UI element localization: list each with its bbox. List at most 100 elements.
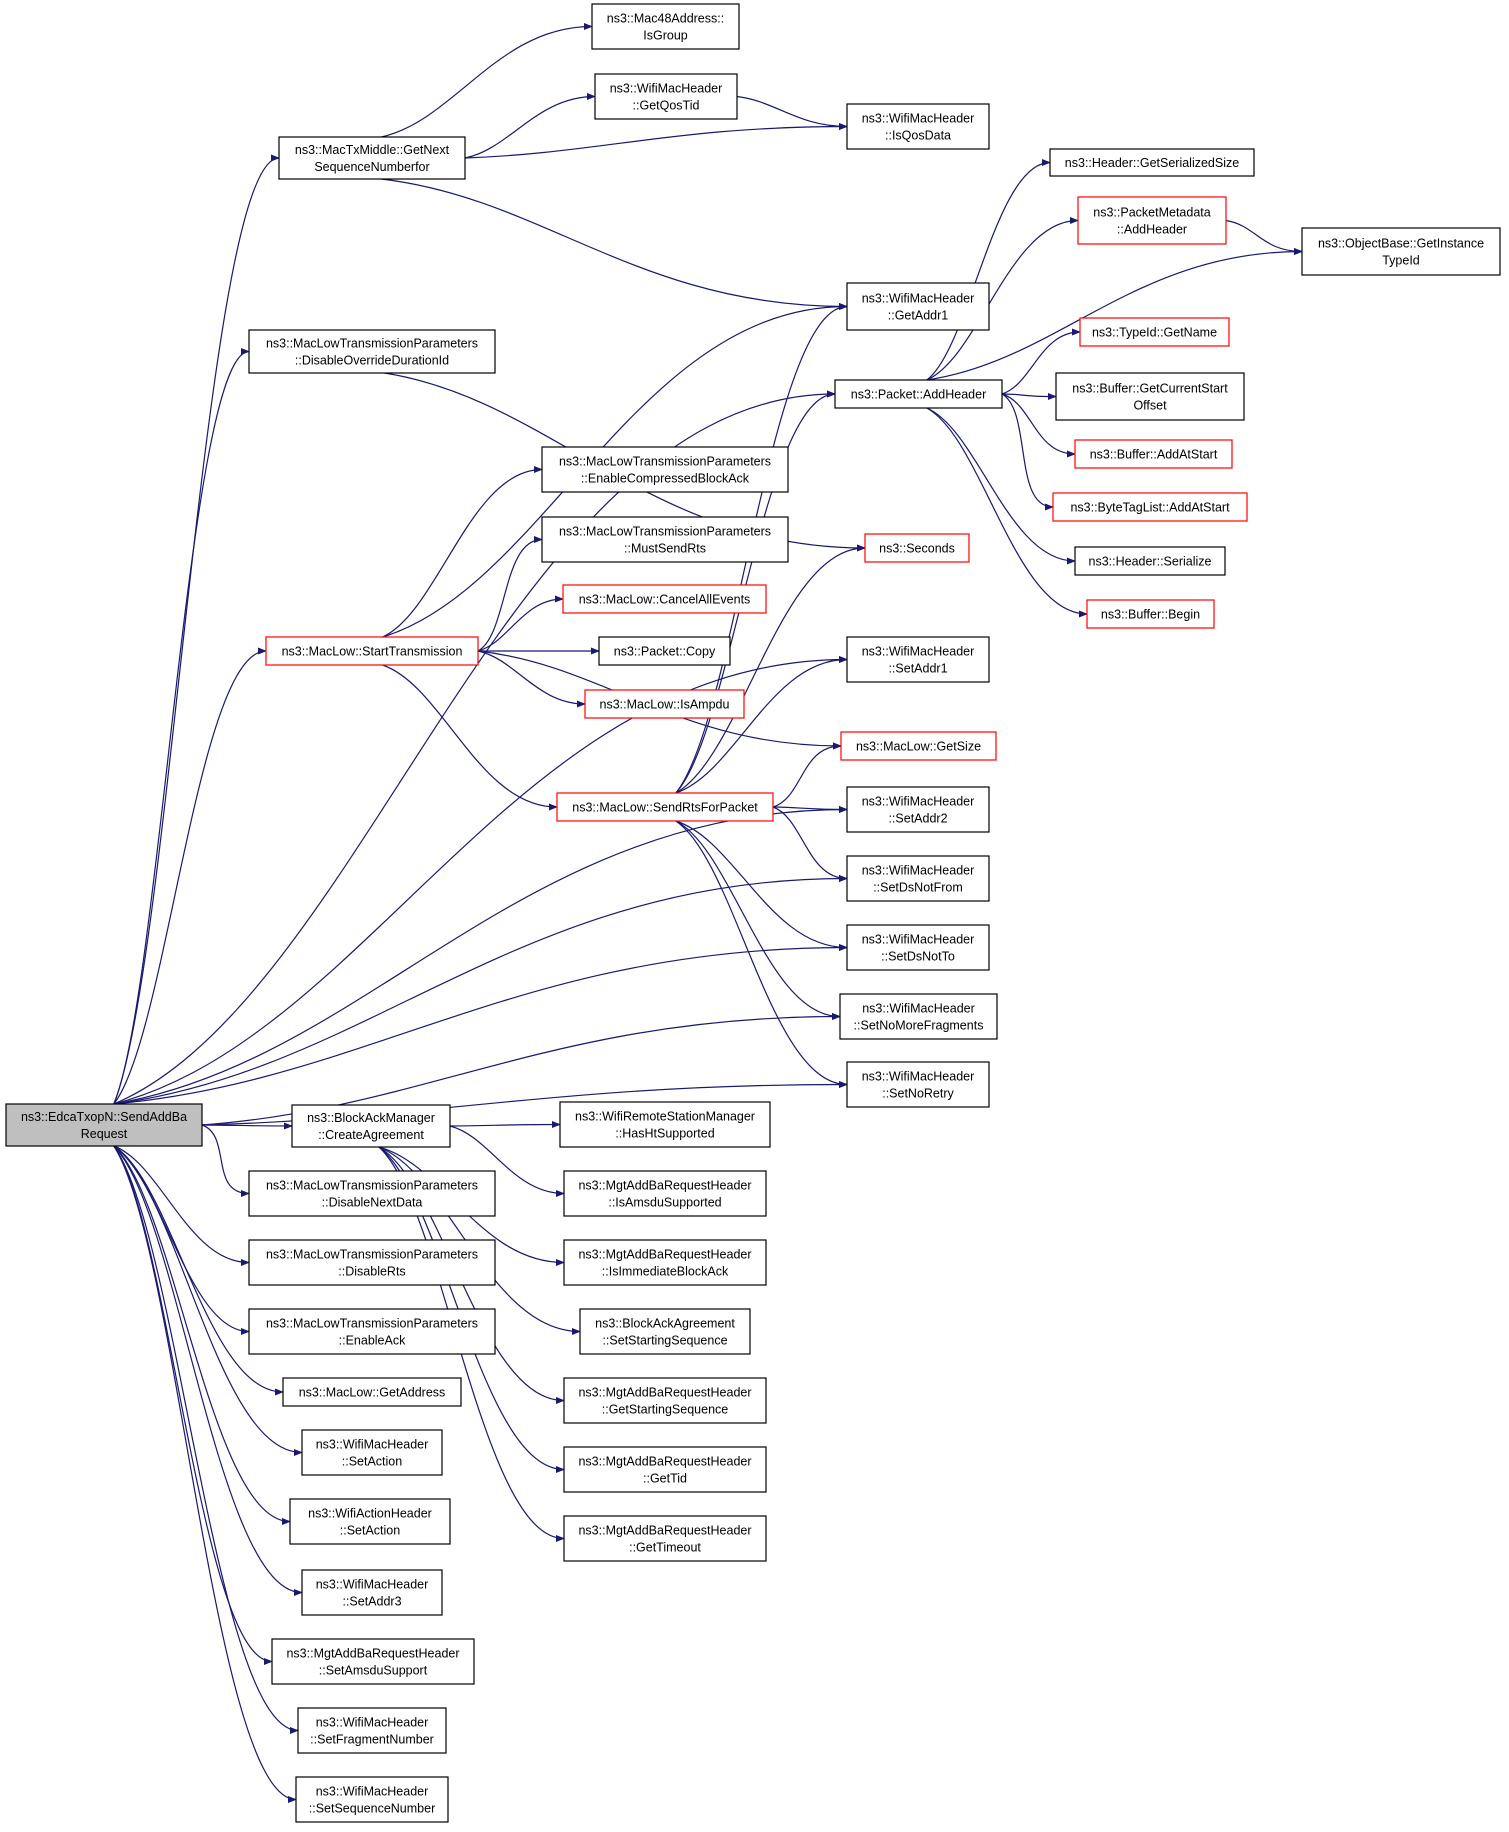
node-box[interactable]	[579, 1308, 751, 1355]
node-box[interactable]	[271, 1638, 475, 1685]
node-getsize[interactable]: ns3::MacLow::GetSize	[840, 731, 997, 761]
node-disableoverride[interactable]: ns3::MacLowTransmissionParameters::Disab…	[248, 329, 496, 374]
node-setnoretry[interactable]: ns3::WifiMacHeader::SetNoRetry	[846, 1061, 990, 1108]
node-isqosdata[interactable]: ns3::WifiMacHeader::IsQosData	[846, 103, 990, 150]
node-box[interactable]	[846, 1061, 990, 1108]
node-gettid[interactable]: ns3::MgtAddBaRequestHeader::GetTid	[563, 1446, 767, 1493]
node-box[interactable]	[834, 379, 1003, 409]
node-buffer_begin[interactable]: ns3::Buffer::Begin	[1086, 599, 1215, 629]
node-isgroup[interactable]: ns3::Mac48Address::IsGroup	[591, 3, 740, 50]
node-box[interactable]	[5, 1103, 203, 1147]
node-setaddr1[interactable]: ns3::WifiMacHeader::SetAddr1	[846, 636, 990, 683]
node-box[interactable]	[584, 689, 745, 719]
node-box[interactable]	[563, 1170, 767, 1217]
node-getaddress[interactable]: ns3::MacLow::GetAddress	[282, 1377, 462, 1407]
node-box[interactable]	[556, 792, 774, 822]
node-box[interactable]	[248, 1239, 496, 1286]
node-box[interactable]	[864, 533, 970, 563]
node-seconds[interactable]: ns3::Seconds	[864, 533, 970, 563]
node-box[interactable]	[297, 1707, 447, 1754]
node-box[interactable]	[846, 786, 990, 833]
node-starttransmission[interactable]: ns3::MacLow::StartTransmission	[265, 636, 479, 666]
node-box[interactable]	[1086, 599, 1215, 629]
node-box[interactable]	[1077, 196, 1227, 245]
node-pm_addheader[interactable]: ns3::PacketMetadata::AddHeader	[1077, 196, 1227, 245]
node-box[interactable]	[282, 1377, 462, 1407]
node-box[interactable]	[541, 446, 789, 493]
node-box[interactable]	[563, 1239, 767, 1286]
node-box[interactable]	[1301, 227, 1501, 276]
node-setaddr2[interactable]: ns3::WifiMacHeader::SetAddr2	[846, 786, 990, 833]
node-box[interactable]	[248, 1308, 496, 1355]
node-enableack[interactable]: ns3::MacLowTransmissionParameters::Enabl…	[248, 1308, 496, 1355]
node-mustsendrts[interactable]: ns3::MacLowTransmissionParameters::MustS…	[541, 516, 789, 563]
node-box[interactable]	[301, 1569, 443, 1616]
node-disablenextdata[interactable]: ns3::MacLowTransmissionParameters::Disab…	[248, 1170, 496, 1217]
node-box[interactable]	[563, 1446, 767, 1493]
node-setamsdusupport[interactable]: ns3::MgtAddBaRequestHeader::SetAmsduSupp…	[271, 1638, 475, 1685]
node-setdsnotfrom[interactable]: ns3::WifiMacHeader::SetDsNotFrom	[846, 855, 990, 902]
node-packet_copy[interactable]: ns3::Packet::Copy	[598, 636, 731, 666]
node-box[interactable]	[541, 516, 789, 563]
node-getaddr1[interactable]: ns3::WifiMacHeader::GetAddr1	[846, 282, 990, 331]
node-box[interactable]	[591, 3, 740, 50]
node-box[interactable]	[1074, 439, 1233, 469]
node-box[interactable]	[563, 1515, 767, 1562]
node-box[interactable]	[594, 73, 738, 120]
node-sendrtsforpacket[interactable]: ns3::MacLow::SendRtsForPacket	[556, 792, 774, 822]
node-cancelallevents[interactable]: ns3::MacLow::CancelAllEvents	[562, 584, 767, 614]
node-box[interactable]	[1049, 148, 1255, 177]
node-wah_setaction[interactable]: ns3::WifiActionHeader::SetAction	[289, 1498, 451, 1545]
node-setsequencenumber[interactable]: ns3::WifiMacHeader::SetSequenceNumber	[295, 1776, 449, 1823]
node-box[interactable]	[278, 136, 466, 180]
node-box[interactable]	[846, 103, 990, 150]
node-disablerts[interactable]: ns3::MacLowTransmissionParameters::Disab…	[248, 1239, 496, 1286]
node-getqostid[interactable]: ns3::WifiMacHeader::GetQosTid	[594, 73, 738, 120]
node-setaddr3[interactable]: ns3::WifiMacHeader::SetAddr3	[301, 1569, 443, 1616]
node-box[interactable]	[562, 584, 767, 614]
node-box[interactable]	[248, 329, 496, 374]
node-hashtsupported[interactable]: ns3::WifiRemoteStationManager::HasHtSupp…	[559, 1101, 771, 1148]
node-box[interactable]	[598, 636, 731, 666]
node-box[interactable]	[846, 855, 990, 902]
node-box[interactable]	[846, 636, 990, 683]
node-box[interactable]	[840, 731, 997, 761]
node-box[interactable]	[295, 1776, 449, 1823]
node-setfragmentnumber[interactable]: ns3::WifiMacHeader::SetFragmentNumber	[297, 1707, 447, 1754]
node-box[interactable]	[563, 1377, 767, 1424]
node-bytetaglist_addatstart[interactable]: ns3::ByteTagList::AddAtStart	[1052, 492, 1248, 522]
node-enablecompressedba[interactable]: ns3::MacLowTransmissionParameters::Enabl…	[541, 446, 789, 493]
node-box[interactable]	[1052, 492, 1248, 522]
node-box[interactable]	[1074, 546, 1226, 576]
node-box[interactable]	[291, 1104, 451, 1148]
node-box[interactable]	[248, 1170, 496, 1217]
node-box[interactable]	[1079, 317, 1230, 347]
node-packet_addheader[interactable]: ns3::Packet::AddHeader	[834, 379, 1003, 409]
node-bastartingsequence[interactable]: ns3::BlockAckAgreement::SetStartingSeque…	[579, 1308, 751, 1355]
node-getnextseq[interactable]: ns3::MacTxMiddle::GetNextSequenceNumberf…	[278, 136, 466, 180]
node-isimmediateblockack[interactable]: ns3::MgtAddBaRequestHeader::IsImmediateB…	[563, 1239, 767, 1286]
node-gettimeout[interactable]: ns3::MgtAddBaRequestHeader::GetTimeout	[563, 1515, 767, 1562]
node-typeid_getname[interactable]: ns3::TypeId::GetName	[1079, 317, 1230, 347]
node-createagreement[interactable]: ns3::BlockAckManager::CreateAgreement	[291, 1104, 451, 1148]
node-box[interactable]	[559, 1101, 771, 1148]
node-isampdu[interactable]: ns3::MacLow::IsAmpdu	[584, 689, 745, 719]
node-box[interactable]	[301, 1429, 443, 1476]
node-box[interactable]	[1055, 372, 1245, 421]
node-buffer_addatstart[interactable]: ns3::Buffer::AddAtStart	[1074, 439, 1233, 469]
node-box[interactable]	[265, 636, 479, 666]
node-box[interactable]	[846, 924, 990, 971]
node-getserializedsize[interactable]: ns3::Header::GetSerializedSize	[1049, 148, 1255, 177]
node-isamsdusupported[interactable]: ns3::MgtAddBaRequestHeader::IsAmsduSuppo…	[563, 1170, 767, 1217]
node-getstartingsequence[interactable]: ns3::MgtAddBaRequestHeader::GetStartingS…	[563, 1377, 767, 1424]
node-box[interactable]	[846, 282, 990, 331]
node-wmh_setaction[interactable]: ns3::WifiMacHeader::SetAction	[301, 1429, 443, 1476]
node-setdsnotto[interactable]: ns3::WifiMacHeader::SetDsNotTo	[846, 924, 990, 971]
node-box[interactable]	[289, 1498, 451, 1545]
node-setnomorefragments[interactable]: ns3::WifiMacHeader::SetNoMoreFragments	[839, 993, 998, 1040]
node-box[interactable]	[839, 993, 998, 1040]
node-header_serialize[interactable]: ns3::Header::Serialize	[1074, 546, 1226, 576]
